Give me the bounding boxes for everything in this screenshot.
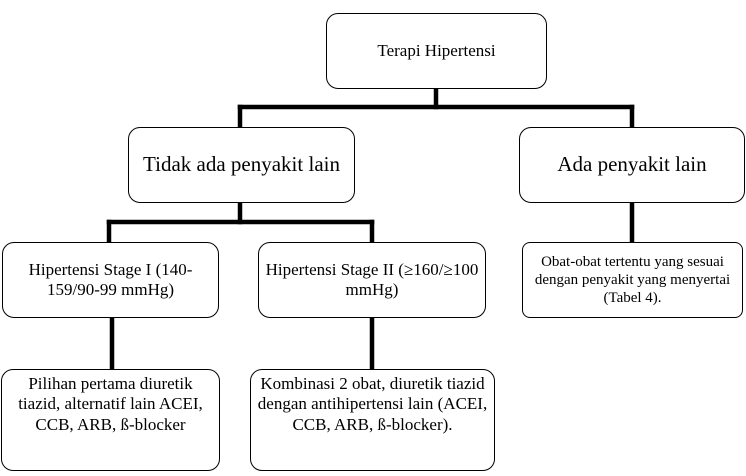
root-node: Terapi Hipertensi <box>326 13 547 89</box>
treatment-node-stage-1: Pilihan pertama diuretik tiazid, alterna… <box>1 369 220 471</box>
root-node-label: Terapi Hipertensi <box>377 40 496 60</box>
stage-node-1: Hipertensi Stage I (140-159/90-99 mmHg) <box>2 242 219 318</box>
treatment-node-label: Kombinasi 2 obat, diuretik tiazid dengan… <box>257 374 488 434</box>
stage-node-label: Hipertensi Stage I (140-159/90-99 mmHg) <box>28 259 193 299</box>
branch-node-label: Ada penyakit lain <box>557 152 707 177</box>
branch-node-comorbidity: Ada penyakit lain <box>519 127 745 203</box>
treatment-node-comorbidity: Obat-obat tertentu yang sesuai dengan pe… <box>522 242 743 318</box>
treatment-node-stage-2: Kombinasi 2 obat, diuretik tiazid dengan… <box>250 369 495 471</box>
treatment-node-label: Obat-obat tertentu yang sesuai dengan pe… <box>534 254 731 306</box>
stage-node-2: Hipertensi Stage II (≥160/≥100 mmHg) <box>258 242 486 318</box>
stage-node-label: Hipertensi Stage II (≥160/≥100 mmHg) <box>265 259 479 299</box>
treatment-node-label: Pilihan pertama diuretik tiazid, alterna… <box>18 374 203 434</box>
branch-node-no-comorbidity: Tidak ada penyakit lain <box>128 127 355 203</box>
branch-node-label: Tidak ada penyakit lain <box>143 152 340 177</box>
